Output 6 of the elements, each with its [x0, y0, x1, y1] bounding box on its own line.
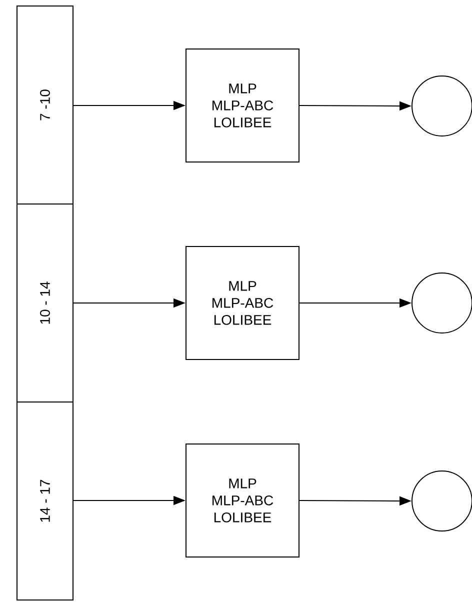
age-band: 10 - 14	[16, 204, 74, 402]
age-band: 7 -10	[16, 6, 74, 204]
age-band: 14 - 17	[16, 402, 74, 600]
process-box: MLP MLP-ABC LOLIBEE	[186, 48, 300, 162]
process-box: MLP MLP-ABC LOLIBEE	[186, 444, 300, 558]
process-box: MLP MLP-ABC LOLIBEE	[186, 246, 300, 360]
